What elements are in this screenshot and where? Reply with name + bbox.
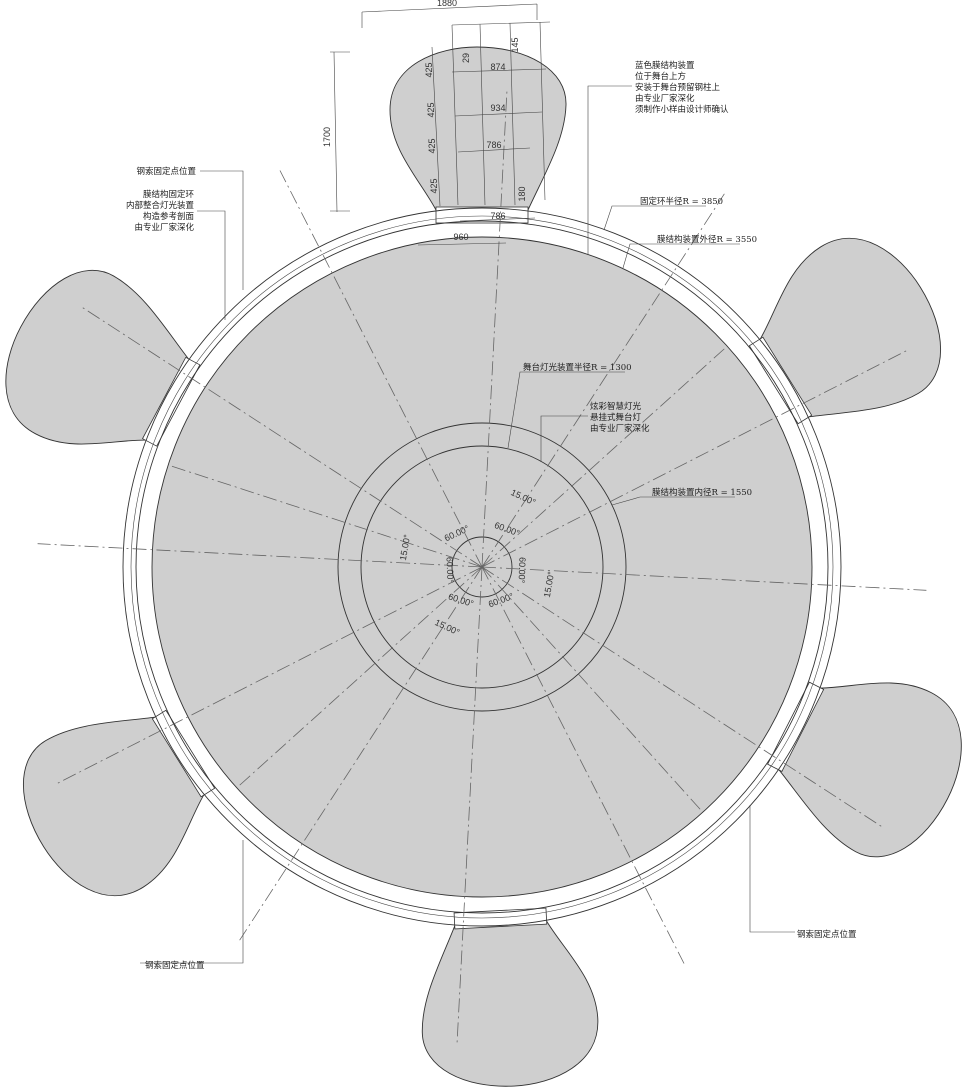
petal-outline bbox=[778, 682, 962, 858]
top-petal-dimensions: 1880 1700 425 425 425 425 874 934 786 29… bbox=[322, 0, 551, 246]
dim-width-786: 786 bbox=[486, 140, 501, 150]
centerlines bbox=[37, 87, 927, 1047]
dim-base-width: 960 bbox=[453, 232, 468, 242]
centerline bbox=[37, 543, 483, 568]
petal-outline bbox=[759, 237, 942, 418]
membrane-petal bbox=[421, 907, 599, 1087]
membrane-petal bbox=[389, 46, 567, 224]
dim-segment-3: 425 bbox=[427, 138, 437, 153]
dim-overall-width: 1880 bbox=[437, 0, 457, 8]
centerline bbox=[481, 566, 927, 591]
centerline bbox=[239, 566, 483, 941]
cable-point-label-bottom-left: 钢索固定点位置 bbox=[145, 960, 205, 971]
dim-overall-height: 1700 bbox=[322, 127, 332, 147]
offset-centerline bbox=[168, 464, 483, 568]
ring-note-2: 内部整合灯光装置 bbox=[126, 200, 195, 211]
fixed-ring-radius-label: 固定环半径R = 3850 bbox=[640, 196, 723, 207]
offset-centerline bbox=[236, 566, 483, 789]
offset-centerline bbox=[481, 566, 704, 813]
dim-segment-2: 425 bbox=[426, 102, 436, 117]
dim-width-874: 874 bbox=[490, 62, 505, 72]
centerline bbox=[481, 566, 885, 829]
centerline bbox=[481, 193, 725, 568]
ring-note-1: 膜结构固定环 bbox=[143, 189, 195, 200]
membrane-petal bbox=[767, 681, 962, 858]
petal-outline bbox=[421, 920, 599, 1087]
membrane-outer-radius-label: 膜结构装置外径R = 3550 bbox=[657, 234, 757, 245]
membrane-inner-edge bbox=[337, 422, 627, 712]
dim-gap-145: 145 bbox=[510, 37, 520, 52]
petal-outline bbox=[22, 716, 205, 897]
centerline bbox=[54, 566, 483, 786]
leader-lines bbox=[140, 85, 795, 964]
angle-label-60: 60.00° bbox=[445, 557, 456, 584]
membrane-note-1: 蓝色膜结构装置 bbox=[635, 60, 695, 71]
cable-point-label-top-left: 钢索固定点位置 bbox=[136, 166, 196, 177]
membrane-petal bbox=[5, 269, 201, 447]
fixed-ring-outer bbox=[122, 207, 842, 927]
centerline bbox=[481, 348, 910, 568]
ring-note-4: 由专业厂家深化 bbox=[134, 222, 194, 233]
angle-label-15: 15.00° bbox=[398, 533, 412, 561]
petal-mount-bracket bbox=[767, 681, 825, 772]
dim-segment-4: 425 bbox=[429, 178, 439, 193]
membrane-petals bbox=[5, 46, 962, 1087]
light-note-2: 悬挂式舞台灯 bbox=[590, 412, 642, 423]
centerline bbox=[456, 566, 483, 1047]
fixed-ring-inner bbox=[130, 215, 834, 919]
dim-neck-width: 786 bbox=[490, 211, 505, 221]
angle-label-15: 15.00° bbox=[542, 570, 556, 598]
dim-width-934: 934 bbox=[490, 103, 505, 113]
dim-offset-29: 29 bbox=[461, 53, 471, 63]
petal-mount-bracket bbox=[142, 356, 201, 447]
dim-segment-1: 425 bbox=[424, 62, 434, 77]
petal-outline bbox=[5, 269, 189, 445]
cable-point-label-bottom-right: 钢索固定点位置 bbox=[797, 929, 857, 940]
membrane-note-4: 由专业厂家深化 bbox=[635, 93, 695, 104]
membrane-note-2: 位于舞台上方 bbox=[635, 71, 686, 82]
membrane-inner-radius-label: 膜结构装置内径R = 1550 bbox=[652, 487, 752, 498]
light-note-3: 由专业厂家深化 bbox=[590, 423, 650, 434]
dim-gap-180: 180 bbox=[517, 186, 527, 201]
centerline bbox=[279, 170, 483, 568]
angle-label-60: 60.00° bbox=[517, 557, 528, 584]
centerline bbox=[481, 87, 508, 568]
centerline bbox=[79, 305, 483, 568]
stage-light-ring bbox=[360, 445, 604, 689]
stage-light-radius-label: 舞台灯光装置半径R = 1300 bbox=[523, 362, 632, 373]
annotation-texts: 蓝色膜结构装置 位于舞台上方 安装于舞台预留钢柱上 由专业厂家深化 须制作小样由… bbox=[126, 60, 857, 971]
ring-note-3: 构造参考剖面 bbox=[143, 211, 195, 222]
offset-centerline bbox=[481, 345, 728, 568]
center-angle-circle bbox=[451, 536, 513, 598]
membrane-note-5: 须制作小样由设计师确认 bbox=[635, 104, 729, 115]
light-note-1: 炫彩智慧灯光 bbox=[590, 401, 642, 412]
centerline bbox=[481, 566, 685, 964]
membrane-ring-edge bbox=[135, 220, 829, 914]
membrane-note-3: 安装于舞台预留钢柱上 bbox=[635, 82, 721, 93]
